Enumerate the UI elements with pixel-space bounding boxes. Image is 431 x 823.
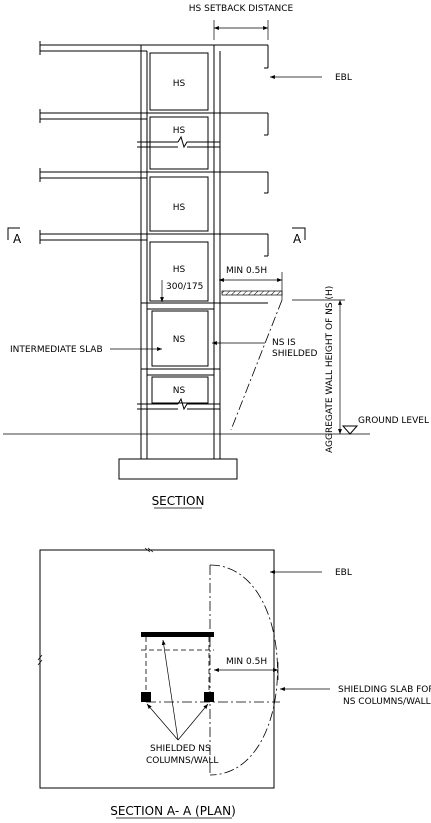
shield-slab-label-1: SHIELDING SLAB FOR xyxy=(338,685,431,695)
svg-text:A: A xyxy=(13,232,22,246)
ground-level-symbol xyxy=(341,425,359,435)
aggregate-height-label: AGGREGATE WALL HEIGHT OF NS (H) xyxy=(325,286,335,453)
ns-shielded-label-2: SHIELDED xyxy=(272,349,317,359)
plan-min-distance-label: MIN 0.5H xyxy=(226,657,267,667)
ns-label-2: NS xyxy=(173,386,186,396)
shield-slab-label-2: NS COLUMNS/WALL xyxy=(343,697,431,707)
ns-column-left xyxy=(141,692,151,702)
break-lines xyxy=(137,135,220,411)
building-walls xyxy=(140,45,268,459)
setback-label: HS SETBACK DISTANCE xyxy=(189,4,294,14)
ns-room-2 xyxy=(151,376,209,404)
shielding-line xyxy=(230,299,283,431)
hs-label-2: HS xyxy=(173,126,186,136)
shielded-ns-label-1: SHIELDED NS xyxy=(150,744,211,754)
hs-label-3: HS xyxy=(173,203,186,213)
shielded-ns-label-2: COLUMNS/WALL xyxy=(146,756,218,766)
ebl-label: EBL xyxy=(335,73,352,83)
hs-label-4: HS xyxy=(173,265,186,275)
section-drawing: HS SETBACK DISTANCE xyxy=(3,4,429,509)
floor-slabs xyxy=(39,41,269,257)
foundation xyxy=(118,458,238,480)
section-marker-right: A xyxy=(292,227,306,246)
ground-level-label: GROUND LEVEL xyxy=(358,416,429,426)
ns-shielded-label-1: NS IS xyxy=(272,338,296,348)
setback-dimension: HS SETBACK DISTANCE xyxy=(189,4,294,40)
plan-shielding-slab xyxy=(141,632,214,637)
shielding-slab xyxy=(221,290,283,296)
ns-label-1: NS xyxy=(173,335,186,345)
plan-drawing: EBL MIN 0.5H SHIELDING SLAB FOR NS COLUM… xyxy=(37,547,431,819)
hs-room-2 xyxy=(149,116,209,170)
hs-label-1: HS xyxy=(173,79,186,89)
plan-ebl-label: EBL xyxy=(335,568,352,578)
slab-offset-label: 300/175 xyxy=(166,282,203,292)
intermediate-slab-label: INTERMEDIATE SLAB xyxy=(10,345,103,355)
ebl-curve xyxy=(209,564,278,776)
section-marker-left: A xyxy=(7,227,22,246)
plan-title: SECTION A- A (PLAN) xyxy=(110,804,236,818)
section-title: SECTION xyxy=(152,494,205,508)
hs-room-1 xyxy=(149,52,209,111)
ns-room-1 xyxy=(151,310,209,367)
svg-text:A: A xyxy=(293,232,302,246)
hs-room-4 xyxy=(149,241,209,302)
hs-room-3 xyxy=(149,176,209,232)
rooms: HS HS HS HS NS NS xyxy=(149,52,209,404)
min-distance-label: MIN 0.5H xyxy=(226,266,267,276)
ns-column-right xyxy=(204,692,214,702)
